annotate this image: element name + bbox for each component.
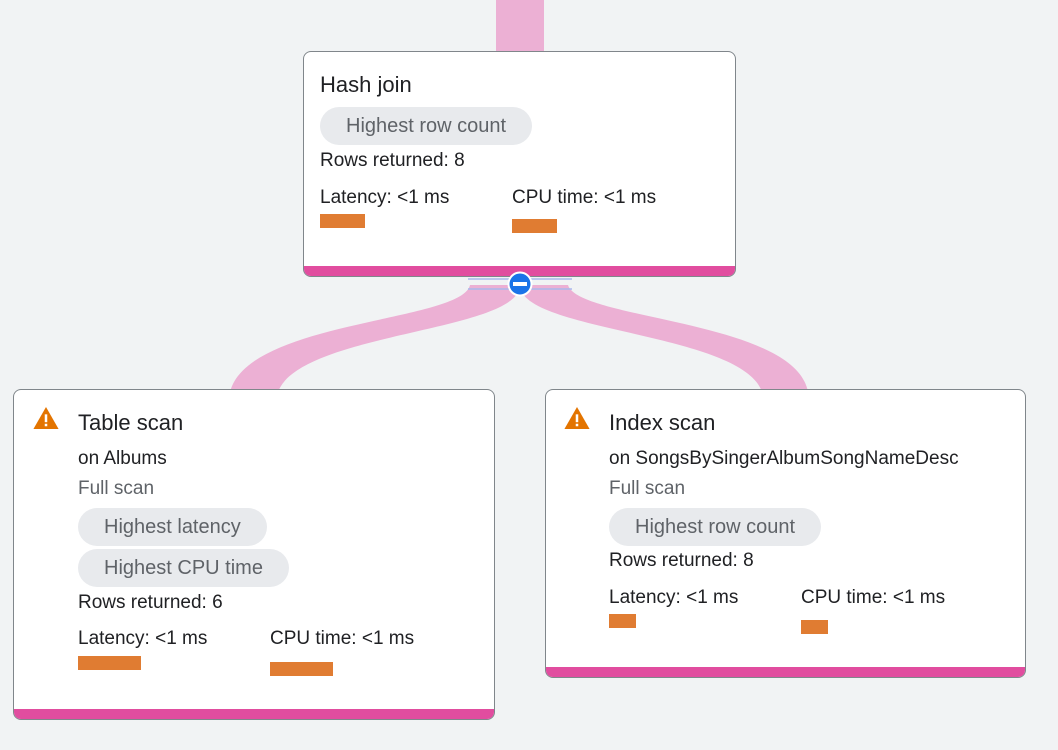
- latency-bar: [320, 214, 365, 228]
- collapse-children-button[interactable]: [468, 269, 572, 299]
- minus-circle-icon: [507, 271, 533, 297]
- latency-label: Latency: <1 ms: [609, 587, 739, 608]
- highest-row-count-chip: Highest row count: [320, 107, 533, 145]
- node-title: Index scan: [609, 410, 716, 435]
- cpu-time-label: CPU time: <1 ms: [270, 628, 415, 649]
- hash-join-node[interactable]: Hash join Highest row count Rows returne…: [303, 51, 736, 277]
- scan-type: Full scan: [78, 478, 155, 499]
- node-title: Table scan: [78, 410, 184, 435]
- latency-bar: [78, 656, 141, 670]
- index-scan-node[interactable]: Index scan on SongsBySingerAlbumSongName…: [545, 389, 1026, 678]
- warning-icon: [33, 407, 59, 429]
- cpu-time-label: CPU time: <1 ms: [512, 187, 657, 208]
- latency-label: Latency: <1 ms: [78, 628, 208, 649]
- warning-icon: [564, 407, 590, 429]
- cpu-time-bar: [512, 219, 557, 233]
- connector-left: [230, 285, 520, 392]
- rows-returned: Rows returned: 6: [78, 592, 223, 613]
- latency-label: Latency: <1 ms: [320, 187, 450, 208]
- rows-returned: Rows returned: 8: [609, 550, 754, 571]
- cpu-time-bar: [270, 662, 333, 676]
- connector-top: [496, 0, 544, 56]
- node-title: Hash join: [320, 72, 412, 97]
- scan-type: Full scan: [609, 478, 686, 499]
- node-accent-bar: [546, 667, 1025, 677]
- table-scan-node[interactable]: Table scan on Albums Full scan Highest l…: [13, 389, 495, 720]
- rows-returned: Rows returned: 8: [320, 150, 465, 171]
- highest-latency-chip: Highest latency: [78, 508, 267, 546]
- cpu-time-bar: [801, 620, 828, 634]
- latency-bar: [609, 614, 636, 628]
- cpu-time-label: CPU time: <1 ms: [801, 587, 946, 608]
- scan-target: on Albums: [78, 448, 167, 469]
- node-accent-bar: [304, 266, 735, 276]
- highest-cpu-time-chip: Highest CPU time: [78, 549, 289, 587]
- highest-row-count-chip: Highest row count: [609, 508, 822, 546]
- scan-target: on SongsBySingerAlbumSongNameDesc: [609, 448, 959, 469]
- connector-right: [520, 285, 808, 392]
- node-accent-bar: [14, 709, 494, 719]
